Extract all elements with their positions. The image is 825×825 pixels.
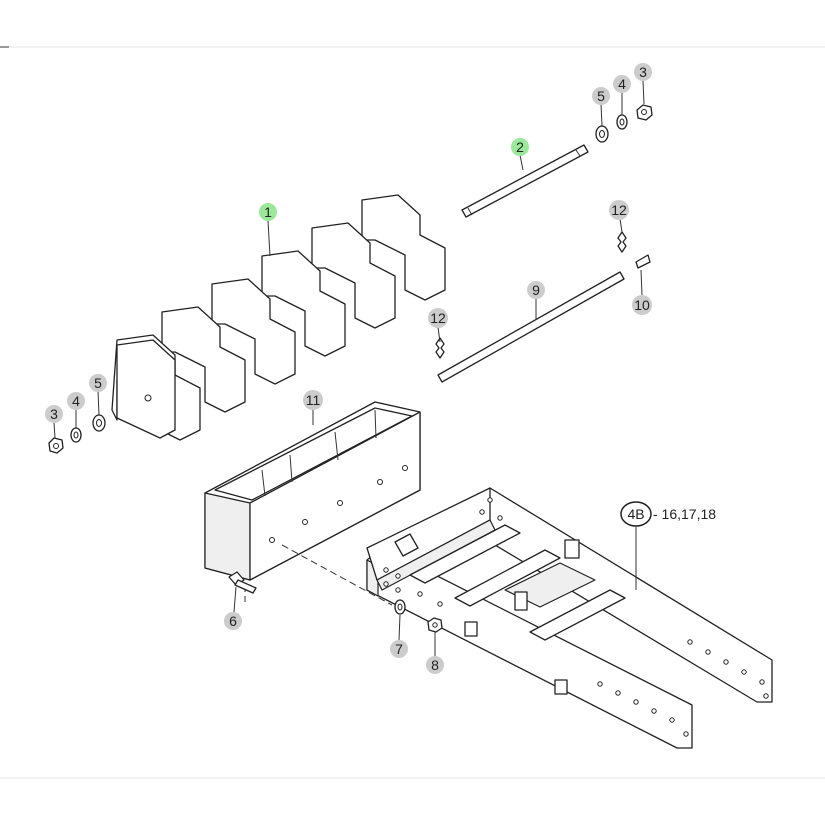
callout-badge bbox=[426, 656, 444, 674]
callout-part-1[interactable]: 1 bbox=[259, 203, 277, 221]
nut bbox=[48, 437, 64, 454]
callout-badge bbox=[609, 200, 629, 220]
flat-washer bbox=[92, 414, 106, 432]
callout-badge bbox=[390, 640, 408, 658]
part-number: 1 bbox=[264, 204, 272, 220]
callout-part-11[interactable]: 11 bbox=[303, 390, 323, 410]
lynch-pin bbox=[617, 231, 627, 253]
part-number: 8 bbox=[431, 657, 439, 673]
callout-part-5[interactable]: 5 bbox=[592, 87, 610, 105]
part-number: 4 bbox=[72, 393, 80, 409]
weight-bracket bbox=[204, 401, 421, 581]
callout-part-7[interactable]: 7 bbox=[390, 640, 408, 658]
callout-badge bbox=[613, 75, 631, 93]
callout-part-8[interactable]: 8 bbox=[426, 656, 444, 674]
counterweight bbox=[261, 250, 346, 357]
bolt-washer bbox=[394, 599, 406, 615]
callout-badge bbox=[527, 281, 545, 299]
frame-holes bbox=[383, 497, 769, 737]
lynch-pin bbox=[435, 337, 445, 359]
callout-badge bbox=[89, 374, 107, 392]
callout-badge bbox=[634, 63, 652, 81]
counterweight bbox=[311, 222, 396, 329]
reference-parts: - 16,17,18 bbox=[653, 506, 716, 522]
counterweight bbox=[361, 194, 446, 301]
lock-washer bbox=[616, 114, 628, 130]
callout-badge bbox=[632, 295, 652, 315]
part-number: 9 bbox=[532, 282, 540, 298]
part-number: 12 bbox=[430, 310, 446, 326]
callout-part-3[interactable]: 3 bbox=[634, 63, 652, 81]
part-number: 5 bbox=[597, 88, 605, 104]
upper-tie-rod bbox=[461, 144, 589, 218]
callout-part-3[interactable]: 3 bbox=[45, 405, 63, 423]
part-number: 2 bbox=[516, 139, 524, 155]
part-number: 3 bbox=[639, 64, 647, 80]
callout-part-4[interactable]: 4 bbox=[67, 392, 85, 410]
part-number: 12 bbox=[611, 202, 627, 218]
callout-badge bbox=[67, 392, 85, 410]
callout-badge bbox=[45, 405, 63, 423]
part-number: 7 bbox=[395, 641, 403, 657]
callout-part-5[interactable]: 5 bbox=[89, 374, 107, 392]
lower-tie-rod bbox=[437, 271, 625, 383]
callout-badge bbox=[224, 612, 242, 630]
lock-washer bbox=[70, 427, 82, 443]
counterweight bbox=[161, 306, 246, 413]
part-number: 4 bbox=[618, 76, 626, 92]
counterweight bbox=[211, 278, 296, 385]
reference-id: 4B bbox=[627, 506, 644, 522]
frame-nut bbox=[427, 617, 443, 633]
counterweight-stack bbox=[111, 194, 446, 441]
callout-part-10[interactable]: 10 bbox=[632, 295, 652, 315]
part-number: 3 bbox=[50, 406, 58, 422]
callout-badge bbox=[428, 308, 448, 328]
reference-badge bbox=[620, 501, 652, 527]
spring-pin bbox=[635, 254, 651, 269]
counterweight bbox=[111, 334, 201, 441]
part-number: 6 bbox=[229, 613, 237, 629]
callout-badge bbox=[303, 390, 323, 410]
callout-part-9[interactable]: 9 bbox=[527, 281, 545, 299]
callout-part-4[interactable]: 4 bbox=[613, 75, 631, 93]
callout-badge bbox=[259, 203, 277, 221]
callout-part-6[interactable]: 6 bbox=[224, 612, 242, 630]
part-number: 10 bbox=[634, 297, 650, 313]
callout-part-12[interactable]: 12 bbox=[609, 200, 629, 220]
flat-washer bbox=[595, 125, 609, 143]
callout-badge bbox=[592, 87, 610, 105]
assembly-line-bracket bbox=[281, 544, 393, 606]
part-number: 11 bbox=[306, 392, 321, 408]
callout-part-12[interactable]: 12 bbox=[428, 308, 448, 328]
nut bbox=[636, 104, 653, 121]
bolt bbox=[228, 571, 257, 594]
callout-badge bbox=[511, 138, 529, 156]
reference-callout[interactable]: 4B - 16,17,18 bbox=[620, 501, 716, 527]
chassis-frame bbox=[366, 487, 773, 749]
part-number: 5 bbox=[94, 375, 102, 391]
callout-part-2[interactable]: 2 bbox=[511, 138, 529, 156]
leader-lines bbox=[53, 80, 645, 656]
